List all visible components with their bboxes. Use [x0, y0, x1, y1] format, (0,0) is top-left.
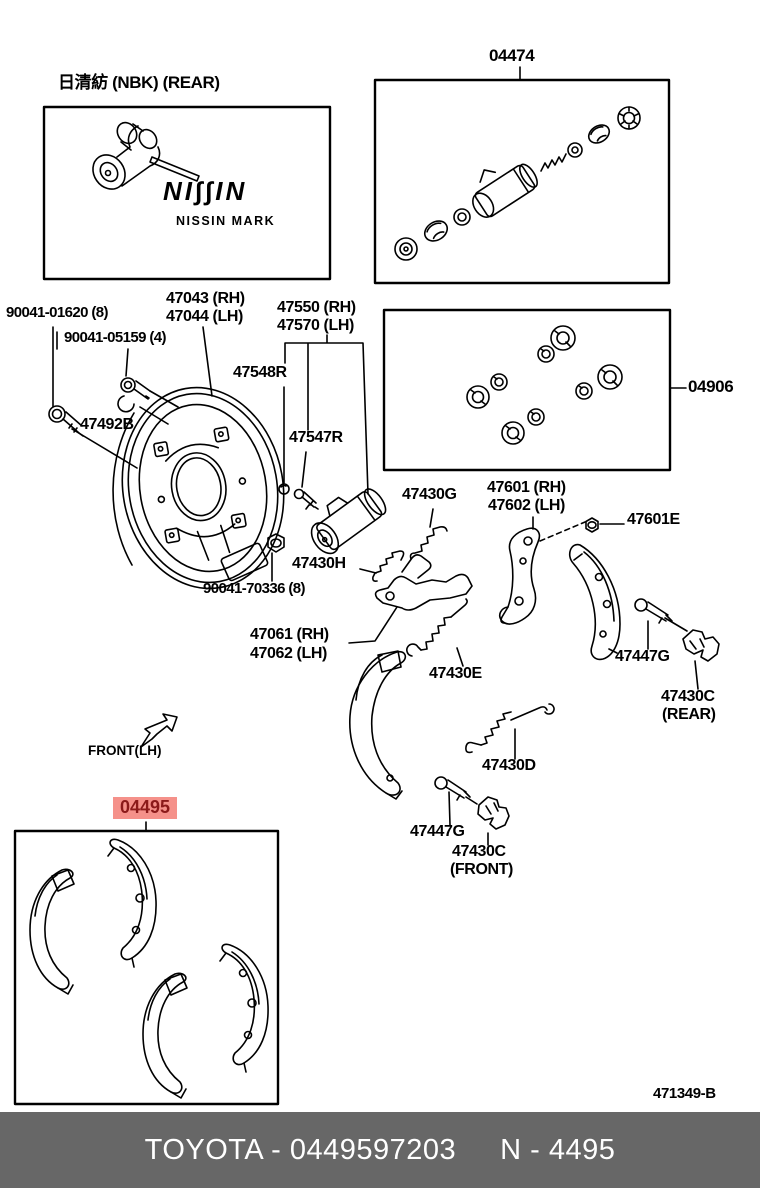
brake-shoe-rear-drawing	[568, 543, 621, 661]
kit-04906-drawing	[466, 325, 623, 445]
adjuster-47061-drawing	[374, 554, 473, 611]
bleeder-47547R-drawing	[293, 488, 319, 510]
sheet-code: 471349-B	[653, 1085, 716, 1102]
nut-47601E-drawing	[585, 517, 599, 533]
part-label-47601E[interactable]: 47601E	[627, 511, 680, 528]
part-label-04906[interactable]: 04906	[688, 377, 734, 396]
pin-47548R-drawing	[278, 483, 290, 495]
bolt-90041-01620-drawing	[48, 405, 84, 437]
selected-part-label-04495[interactable]: 04495	[113, 797, 178, 819]
nissin-logo: NI∫∫IN	[163, 176, 248, 206]
part-label-47447G-rear[interactable]: 47447G	[615, 648, 670, 665]
part-label-47430D[interactable]: 47430D	[482, 757, 536, 774]
footer-bar: TOYOTA - 0449597203 N - 4495	[0, 1112, 760, 1188]
part-label-90041-01620[interactable]: 90041-01620 (8)	[6, 304, 109, 321]
nissin-box	[42, 105, 332, 281]
part-label-47044[interactable]: 47044 (LH)	[166, 308, 243, 325]
nissin-panel-title: 日清紡 (NBK) (REAR)	[58, 73, 220, 92]
part-label-47061[interactable]: 47061 (RH)	[250, 626, 329, 643]
bolt-90041-05159-drawing	[117, 377, 151, 413]
part-label-47601[interactable]: 47601 (RH)	[487, 479, 566, 496]
part-label-04474[interactable]: 04474	[489, 46, 535, 65]
clamp-47430C-rear-drawing	[682, 629, 720, 662]
brake-shoe-front-drawing	[349, 650, 407, 800]
nissin-cylinder-drawing	[92, 121, 200, 190]
part-label-47550[interactable]: 47550 (RH)	[277, 299, 356, 316]
pin-47447G-front-drawing	[434, 776, 471, 801]
spring-47430D-drawing	[465, 703, 555, 754]
part-label-47602[interactable]: 47602 (LH)	[488, 497, 565, 514]
front-direction-label: FRONT(LH)	[88, 743, 162, 758]
part-label-47043[interactable]: 47043 (RH)	[166, 290, 245, 307]
front-arrow-icon	[140, 713, 178, 748]
nut-90041-70336-drawing	[267, 533, 285, 553]
clamp-47430C-front-drawing	[477, 796, 510, 830]
part-label-90041-70336[interactable]: 90041-70336 (8)	[203, 580, 306, 597]
part-label-47447G-front[interactable]: 47447G	[410, 823, 465, 840]
part-label-47570[interactable]: 47570 (LH)	[277, 317, 354, 334]
spring-47430H-drawing	[372, 550, 405, 582]
kit-04474-drawing	[394, 106, 641, 261]
part-label-47430C-rear-note: (REAR)	[662, 706, 716, 723]
part-label-47430H[interactable]: 47430H	[292, 555, 346, 572]
box-04495	[13, 829, 280, 1106]
part-label-47492B[interactable]: 47492B	[80, 416, 134, 433]
pin-47447G-rear-drawing	[634, 598, 673, 624]
part-label-47547R[interactable]: 47547R	[289, 429, 343, 446]
leader-lines	[52, 326, 699, 846]
spring-47430G-drawing	[409, 526, 448, 560]
box-04906	[382, 308, 672, 472]
dashed-leader-47601E	[539, 521, 586, 542]
plate-back-edge	[112, 412, 135, 566]
footer-catalog-code: TOYOTA - 0449597203	[144, 1133, 457, 1166]
spring-47430E-drawing	[406, 598, 468, 657]
part-label-47062[interactable]: 47062 (LH)	[250, 645, 327, 662]
part-label-47430G[interactable]: 47430G	[402, 486, 457, 503]
part-label-47548R[interactable]: 47548R	[233, 364, 287, 381]
backing-plate-drawing	[121, 386, 285, 590]
part-label-47430C-rear[interactable]: 47430C	[661, 688, 715, 705]
box-leader-ticks	[145, 66, 687, 832]
shoe-set-04495-drawing	[29, 838, 269, 1099]
part-label-47430C-front[interactable]: 47430C	[452, 843, 506, 860]
part-label-90041-05159[interactable]: 90041-05159 (4)	[64, 329, 167, 346]
wheel-cylinder-drawing	[310, 488, 387, 555]
parking-lever-47601-drawing	[499, 527, 541, 625]
part-label-47430E[interactable]: 47430E	[429, 665, 482, 682]
nissin-mark-caption: NISSIN MARK	[176, 214, 276, 228]
box-04474	[373, 78, 671, 285]
footer-fig-code: N - 4495	[500, 1133, 616, 1166]
part-label-47430C-front-note: (FRONT)	[450, 861, 513, 878]
